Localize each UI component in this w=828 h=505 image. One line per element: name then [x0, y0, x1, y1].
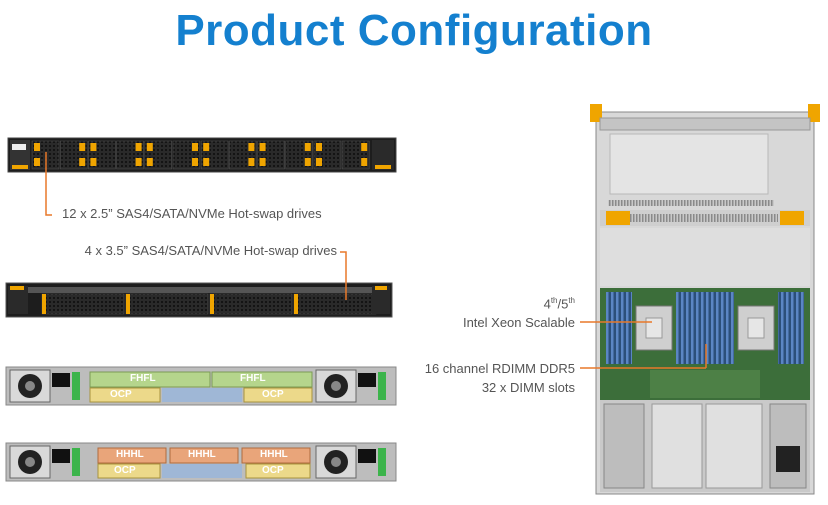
drive-bay-2-5	[229, 140, 257, 170]
drive-bay-3-5	[293, 293, 377, 315]
rear2-slot-a-label: HHHL	[116, 449, 144, 460]
drive-bay-2-5	[313, 140, 342, 170]
rear-chassis-hhhl	[5, 442, 397, 482]
server-top-view	[590, 104, 820, 495]
rear2-ocp-a-label: OCP	[114, 465, 136, 476]
rear1-ocp-b-label: OCP	[262, 389, 284, 400]
front-chassis-12-bay	[7, 137, 397, 173]
page-title: Product Configuration	[175, 6, 653, 55]
callout-4-drives: 4 x 3.5” SAS4/SATA/NVMe Hot-swap drives	[84, 243, 337, 258]
rear2-slot-b-label: HHHL	[188, 449, 216, 460]
drive-bay-2-5	[257, 140, 285, 170]
drive-bay-2-5	[59, 140, 88, 170]
drive-bay-2-5	[200, 140, 229, 170]
rear-chassis-fhfl	[5, 366, 397, 406]
drive-bay-2-5	[172, 140, 201, 170]
drive-bay-2-5	[341, 140, 370, 170]
rear1-slot-a-label: FHFL	[130, 373, 156, 384]
callout-12-drives: 12 x 2.5” SAS4/SATA/NVMe Hot-swap drives	[62, 206, 322, 221]
drive-bay-3-5	[209, 293, 293, 315]
drive-bay-3-5	[125, 293, 209, 315]
rear2-slot-c-label: HHHL	[260, 449, 288, 460]
drive-bay-2-5	[116, 140, 144, 170]
rear1-slot-b-label: FHFL	[240, 373, 266, 384]
front-chassis-4-bay	[5, 282, 393, 318]
drive-bay-3-5	[41, 293, 125, 315]
drive-bay-2-5	[285, 140, 314, 170]
rear2-ocp-b-label: OCP	[262, 465, 284, 476]
callout-memory-line1: 16 channel RDIMM DDR5	[424, 361, 575, 376]
callout-cpu-gen: 4th/5th	[543, 296, 575, 312]
rear1-ocp-a-label: OCP	[110, 389, 132, 400]
callout-memory-line2: 32 x DIMM slots	[481, 380, 575, 395]
drive-bay-2-5	[144, 140, 173, 170]
callout-cpu-name: Intel Xeon Scalable	[462, 315, 575, 330]
drive-bay-2-5	[88, 140, 116, 170]
callout-leaders	[45, 152, 707, 369]
